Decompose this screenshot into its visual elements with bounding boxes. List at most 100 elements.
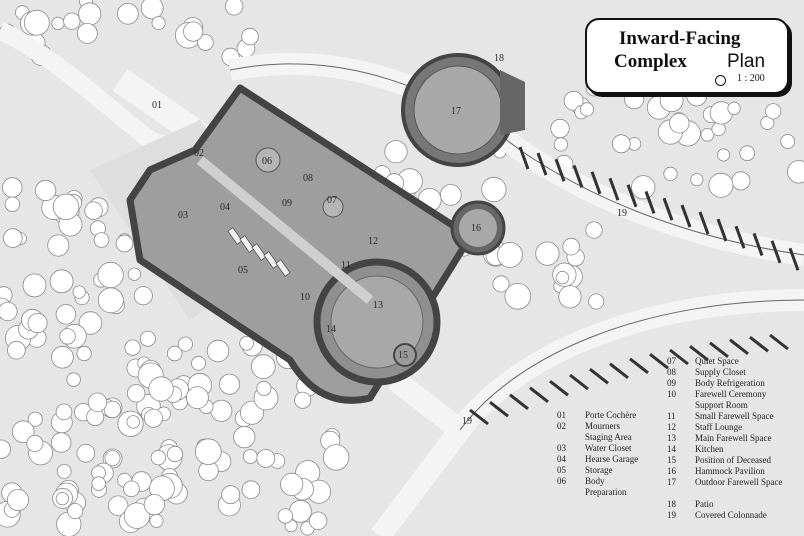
tree-canopy [210,399,233,422]
tree-canopy [787,160,804,184]
tree-canopy [497,241,523,268]
garage-bay [251,243,267,261]
tree-canopy [59,328,76,345]
tree-canopy [140,0,164,20]
tree-canopy [49,269,74,294]
tree-canopy [34,179,57,202]
colonnade-column [716,218,728,242]
tree-canopy [27,411,43,427]
tree-canopy [117,3,139,25]
central-corridor [196,156,374,304]
colonnade-column [662,197,674,221]
tree-canopy [611,134,631,154]
label-12: 12 [368,236,378,247]
colonnade-columns [469,146,800,426]
label-19-upper: 19 [617,208,627,219]
tree-canopy [123,502,151,529]
colonnade-column [749,336,769,353]
tree-canopy [233,425,256,449]
hammock-pavilion-floor [459,209,497,247]
tree-canopy [93,232,110,248]
label-19-lower: 19 [462,416,472,427]
label-06: 06 [262,156,272,167]
tree-canopy [663,166,678,181]
label-15: 15 [398,350,408,361]
tree-canopy [256,380,272,396]
tree-canopy [3,228,23,248]
tree-canopy [504,282,532,310]
tree-canopy [280,472,304,496]
colonnade-column [572,164,584,188]
label-05: 05 [238,265,248,276]
tree-canopy [2,177,23,198]
tree-canopy [765,103,782,120]
tree-canopy [115,234,134,253]
tree-canopy [11,420,35,444]
tree-canopy [294,391,312,409]
colonnade-column [554,158,566,182]
tree-canopy [197,34,214,51]
tree-canopy [727,101,741,116]
colonnade-column [529,386,549,403]
colonnade-column [770,240,782,264]
tree-canopy [308,511,328,531]
tree-canopy [177,336,193,352]
colonnade-column [698,211,710,235]
tree-canopy [558,285,582,309]
garage-bay [239,235,255,253]
tree-canopy [7,340,26,360]
tree-canopy [241,480,261,500]
colonnade-column [489,401,509,418]
tree-canopy [6,488,30,511]
tree-canopy [690,173,704,187]
colonnade-column [729,338,749,355]
tree-canopy [150,449,167,466]
tree-canopy [553,137,569,152]
tree-canopy [708,172,734,198]
tree-canopy [555,270,570,285]
garage-bay [227,227,243,245]
tree-canopy [550,118,570,139]
label-10: 10 [300,292,310,303]
north-arrow-icon [715,75,726,86]
tree-canopy [47,234,70,257]
tree-canopy [148,376,174,402]
tree-canopy [322,444,350,471]
tree-canopy [56,463,72,479]
label-09: 09 [282,198,292,209]
colonnade-column [469,408,489,426]
tree-canopy [76,23,98,44]
tree-canopy [126,415,140,429]
tree-canopy [166,445,184,463]
tree-canopy [149,513,164,528]
label-03: 03 [178,210,188,221]
colonnade-column [626,184,638,208]
tree-canopy [219,373,241,395]
garage-bay [275,259,291,277]
tree-canopy [139,330,156,347]
tree-canopy [55,403,73,421]
tree-canopy [195,438,222,466]
tree-canopy [26,434,44,452]
tree-canopy [4,196,21,213]
colonnade-lower-south [371,423,469,536]
tree-canopy [492,275,510,293]
tree-canopy [588,293,605,310]
tree-canopy [51,432,72,453]
tree-canopy [183,21,204,42]
label-07: 07 [327,195,337,206]
tree-canopy [87,392,108,413]
colonnade-column [549,380,569,397]
tree-canopy [288,499,312,523]
label-01: 01 [152,100,162,111]
tree-canopy [123,480,140,498]
tree-canopy [669,112,690,134]
tree-canopy [562,237,580,256]
tree-canopy [151,16,166,31]
tree-canopy [55,304,77,325]
colonnade-column [769,333,789,351]
colonnade-column [669,348,689,366]
tree-canopy [206,339,230,363]
